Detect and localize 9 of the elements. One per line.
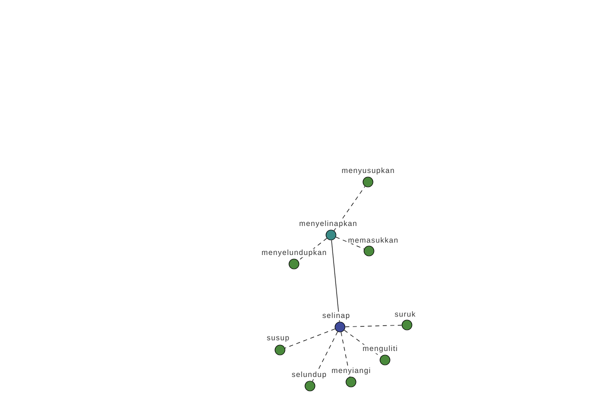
connector-line	[312, 331, 338, 382]
connector-line	[334, 186, 366, 231]
connector-line	[336, 236, 364, 250]
connector-line	[344, 330, 382, 358]
connector-line	[340, 332, 350, 378]
connector-line	[298, 238, 328, 262]
connector-line	[331, 240, 340, 322]
connector-line	[284, 328, 336, 348]
connector-line	[345, 324, 402, 328]
